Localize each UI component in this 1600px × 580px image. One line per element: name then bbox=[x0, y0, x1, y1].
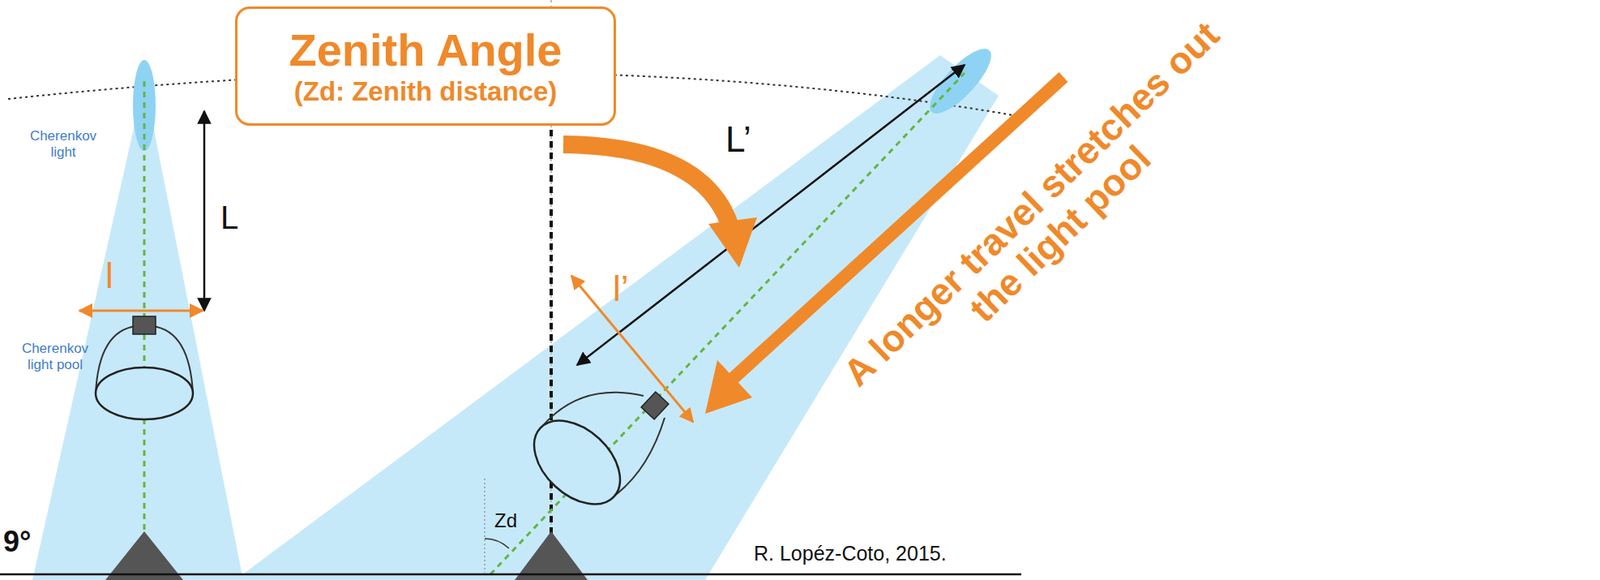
telescope bbox=[514, 391, 669, 580]
pointer-arrow bbox=[563, 144, 732, 229]
light-label: Cherenkov light bbox=[22, 128, 104, 160]
angle-arc bbox=[484, 538, 510, 548]
dimension-arrow bbox=[203, 111, 206, 311]
pointer-arrow-head bbox=[708, 217, 758, 268]
zenith-line bbox=[549, 129, 553, 572]
box-heading: Zenith Angle bbox=[237, 25, 614, 76]
box-subheading: (Zd: Zenith distance) bbox=[237, 75, 614, 108]
credit: R. Lopéz-Coto, 2015. bbox=[753, 543, 947, 564]
pointer-arrow-head bbox=[705, 359, 753, 414]
title-box: Zenith Angle(Zd: Zenith distance) bbox=[235, 6, 617, 126]
dimension-label: L bbox=[220, 201, 239, 234]
angle-value: 9° bbox=[3, 526, 31, 557]
ground-line bbox=[0, 573, 1022, 576]
dimension-label: l’ bbox=[612, 270, 629, 307]
angle-label: Zd bbox=[494, 510, 518, 531]
dimension-label: L’ bbox=[725, 121, 752, 158]
dimension-arrow bbox=[571, 275, 694, 422]
shower-ellipse bbox=[920, 40, 1000, 123]
vertical-guide bbox=[483, 478, 486, 573]
dimension-arrow bbox=[79, 309, 203, 313]
light-pool-label: Cherenkov light pool bbox=[14, 340, 96, 373]
telescope bbox=[95, 316, 193, 580]
dimension-label: l bbox=[105, 257, 114, 294]
